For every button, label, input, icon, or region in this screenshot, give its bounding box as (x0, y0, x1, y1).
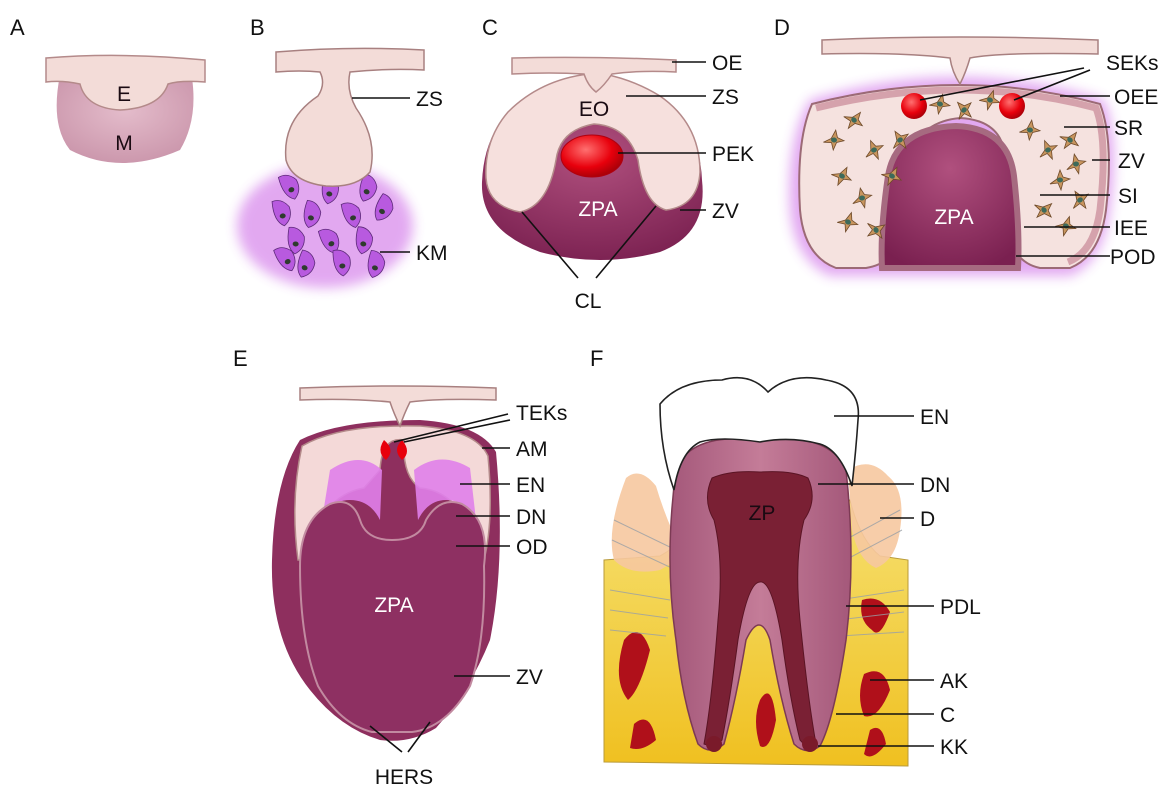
label-zs-b: ZS (416, 88, 443, 111)
panel-a: A E M (10, 15, 205, 163)
secondary-enamel-knot-left (901, 93, 927, 119)
panel-b: B ZS KM (237, 15, 448, 288)
label-zpa-e: ZPA (374, 594, 413, 617)
panel-letter-d: D (774, 15, 790, 40)
label-e-a: E (117, 83, 131, 106)
panel-c: C EO ZPA OE ZS PEK ZV CL (482, 15, 754, 313)
label-dn-f: DN (920, 474, 950, 497)
label-zp: ZP (749, 502, 776, 525)
label-pod: POD (1110, 246, 1156, 269)
label-si: SI (1118, 185, 1138, 208)
root-apex-right (802, 736, 818, 752)
label-zv-c: ZV (712, 200, 739, 223)
panel-f: F ZP EN DN D (590, 346, 981, 766)
label-seks: SEKs (1106, 52, 1159, 75)
label-cl: CL (575, 290, 602, 313)
label-oee: OEE (1114, 86, 1158, 109)
label-zpa-c: ZPA (578, 198, 617, 221)
panel-letter-a: A (10, 15, 25, 40)
label-am: AM (516, 438, 548, 461)
label-teks: TEKs (516, 402, 567, 425)
label-en-f: EN (920, 406, 949, 429)
label-zv-e: ZV (516, 666, 543, 689)
label-hers: HERS (375, 766, 433, 789)
label-d: D (920, 508, 935, 531)
label-sr: SR (1114, 117, 1143, 140)
label-eo: EO (579, 98, 609, 121)
label-iee: IEE (1114, 217, 1148, 240)
label-oe: OE (712, 52, 742, 75)
label-pdl: PDL (940, 596, 981, 619)
root-apex-left (706, 736, 722, 752)
label-ak: AK (940, 670, 968, 693)
label-kk: KK (940, 736, 968, 759)
panel-e: E ZPA TEKs AM EN DN OD ZV HERS (233, 346, 567, 789)
panel-letter-c: C (482, 15, 498, 40)
label-zv-d: ZV (1118, 150, 1145, 173)
label-c: C (940, 704, 955, 727)
label-od: OD (516, 536, 548, 559)
panel-letter-f: F (590, 346, 603, 371)
dental-lamina-b (276, 48, 424, 186)
label-m-a: M (115, 132, 133, 155)
label-dn-e: DN (516, 506, 546, 529)
panel-letter-e: E (233, 346, 248, 371)
stalk-c (512, 57, 676, 92)
label-en-e: EN (516, 474, 545, 497)
label-zpa-d: ZPA (934, 206, 973, 229)
dental-papilla-d (882, 126, 1019, 268)
stalk-e (300, 386, 496, 426)
label-pek: PEK (712, 143, 754, 166)
panel-letter-b: B (250, 15, 265, 40)
primary-enamel-knot (561, 135, 623, 177)
stalk-d (822, 37, 1098, 84)
label-km: KM (416, 242, 448, 265)
panel-d: D ZPA SEKs OEE SR ZV SI IEE POD (774, 15, 1159, 276)
label-zs-c: ZS (712, 86, 739, 109)
